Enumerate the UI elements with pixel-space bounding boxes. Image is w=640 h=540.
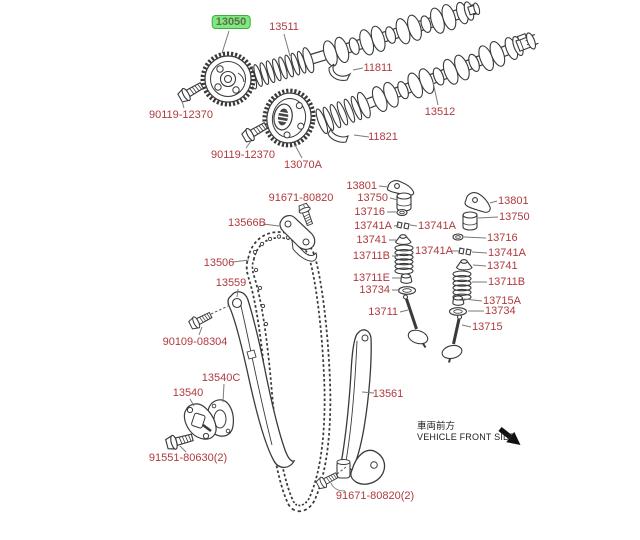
part-label-13716[interactable]: 13716 (487, 232, 518, 244)
part-label-13711E[interactable]: 13711E (352, 272, 390, 284)
chain-guide-13561-art (336, 329, 386, 485)
part-label-13540[interactable]: 13540 (172, 387, 204, 399)
part-label-13566B[interactable]: 13566B (228, 217, 266, 229)
part-label-13716[interactable]: 13716 (354, 206, 385, 218)
bolt-90119-12370-a (176, 79, 206, 105)
part-label-91671-80820(2)[interactable]: 91671-80820(2) (335, 490, 415, 502)
camshaft-intake-art (246, 1, 481, 90)
assembly-dash-lines (210, 305, 347, 475)
vehicle-front-arrow-icon (498, 426, 521, 446)
part-label-13750[interactable]: 13750 (357, 192, 388, 204)
valve-train-left-art (386, 180, 429, 349)
part-label-11811[interactable]: 11811 (363, 62, 393, 74)
part-label-13559[interactable]: 13559 (215, 277, 247, 289)
bolt-90119-12370-b (240, 119, 270, 145)
part-label-11821[interactable]: 11821 (368, 131, 398, 143)
vehicle-front-note-jp: 車両前方 (417, 421, 456, 432)
part-label-13741A[interactable]: 13741A (488, 247, 526, 259)
vehicle-front-note: 車両前方 VEHICLE FRONT SIDE (417, 421, 516, 443)
part-label-90119-12370[interactable]: 90119-12370 (148, 109, 214, 121)
part-label-13506[interactable]: 13506 (203, 257, 235, 269)
vehicle-front-note-en: VEHICLE FRONT SIDE (417, 432, 516, 442)
part-label-13715[interactable]: 13715 (472, 321, 503, 333)
part-label-13711B[interactable]: 13711B (352, 250, 390, 262)
part-label-13741A[interactable]: 13741A (415, 245, 453, 257)
part-label-91551-80630(2)[interactable]: 91551-80630(2) (148, 452, 228, 464)
part-label-13741[interactable]: 13741 (356, 234, 387, 246)
bolt-90109-08304 (187, 309, 214, 332)
valve-train-right-art (441, 192, 491, 363)
part-label-13070A[interactable]: 13070A (284, 159, 322, 171)
part-label-13715A[interactable]: 13715A (483, 295, 521, 307)
part-label-13741A[interactable]: 13741A (418, 220, 456, 232)
part-label-13741[interactable]: 13741 (487, 260, 518, 272)
bearing-11811-art (328, 63, 352, 81)
vvt-gear-13050-art (200, 51, 256, 107)
part-label-13734[interactable]: 13734 (485, 305, 516, 317)
part-label-13511[interactable]: 13511 (269, 21, 299, 33)
part-label-90109-08304[interactable]: 90109-08304 (162, 336, 228, 348)
bolt-91551-80630 (164, 429, 195, 452)
bracket-13566b-art (279, 215, 318, 262)
chain-guide-13559-art (227, 291, 296, 469)
part-label-13750[interactable]: 13750 (499, 211, 530, 223)
leader-lines (179, 30, 499, 492)
part-label-13801[interactable]: 13801 (346, 180, 377, 192)
part-label-13741A[interactable]: 13741A (354, 220, 392, 232)
bearing-11821-art (327, 127, 349, 143)
part-label-13711[interactable]: 13711 (368, 306, 398, 318)
part-label-90119-12370[interactable]: 90119-12370 (210, 149, 276, 161)
part-label-13540C[interactable]: 13540C (201, 372, 241, 384)
part-label-13512[interactable]: 13512 (424, 106, 456, 118)
camshaft-exhaust-art (315, 32, 539, 135)
part-label-13050[interactable]: 13050 (211, 15, 251, 29)
part-label-13734[interactable]: 13734 (359, 284, 390, 296)
part-label-13801[interactable]: 13801 (498, 195, 529, 207)
part-label-13561[interactable]: 13561 (372, 388, 404, 400)
vvt-gear-13070a-art (262, 88, 316, 148)
part-label-91671-80820[interactable]: 91671-80820 (268, 192, 334, 204)
part-label-13711B[interactable]: 13711B (488, 276, 526, 288)
tensioner-13540-art (183, 399, 234, 440)
